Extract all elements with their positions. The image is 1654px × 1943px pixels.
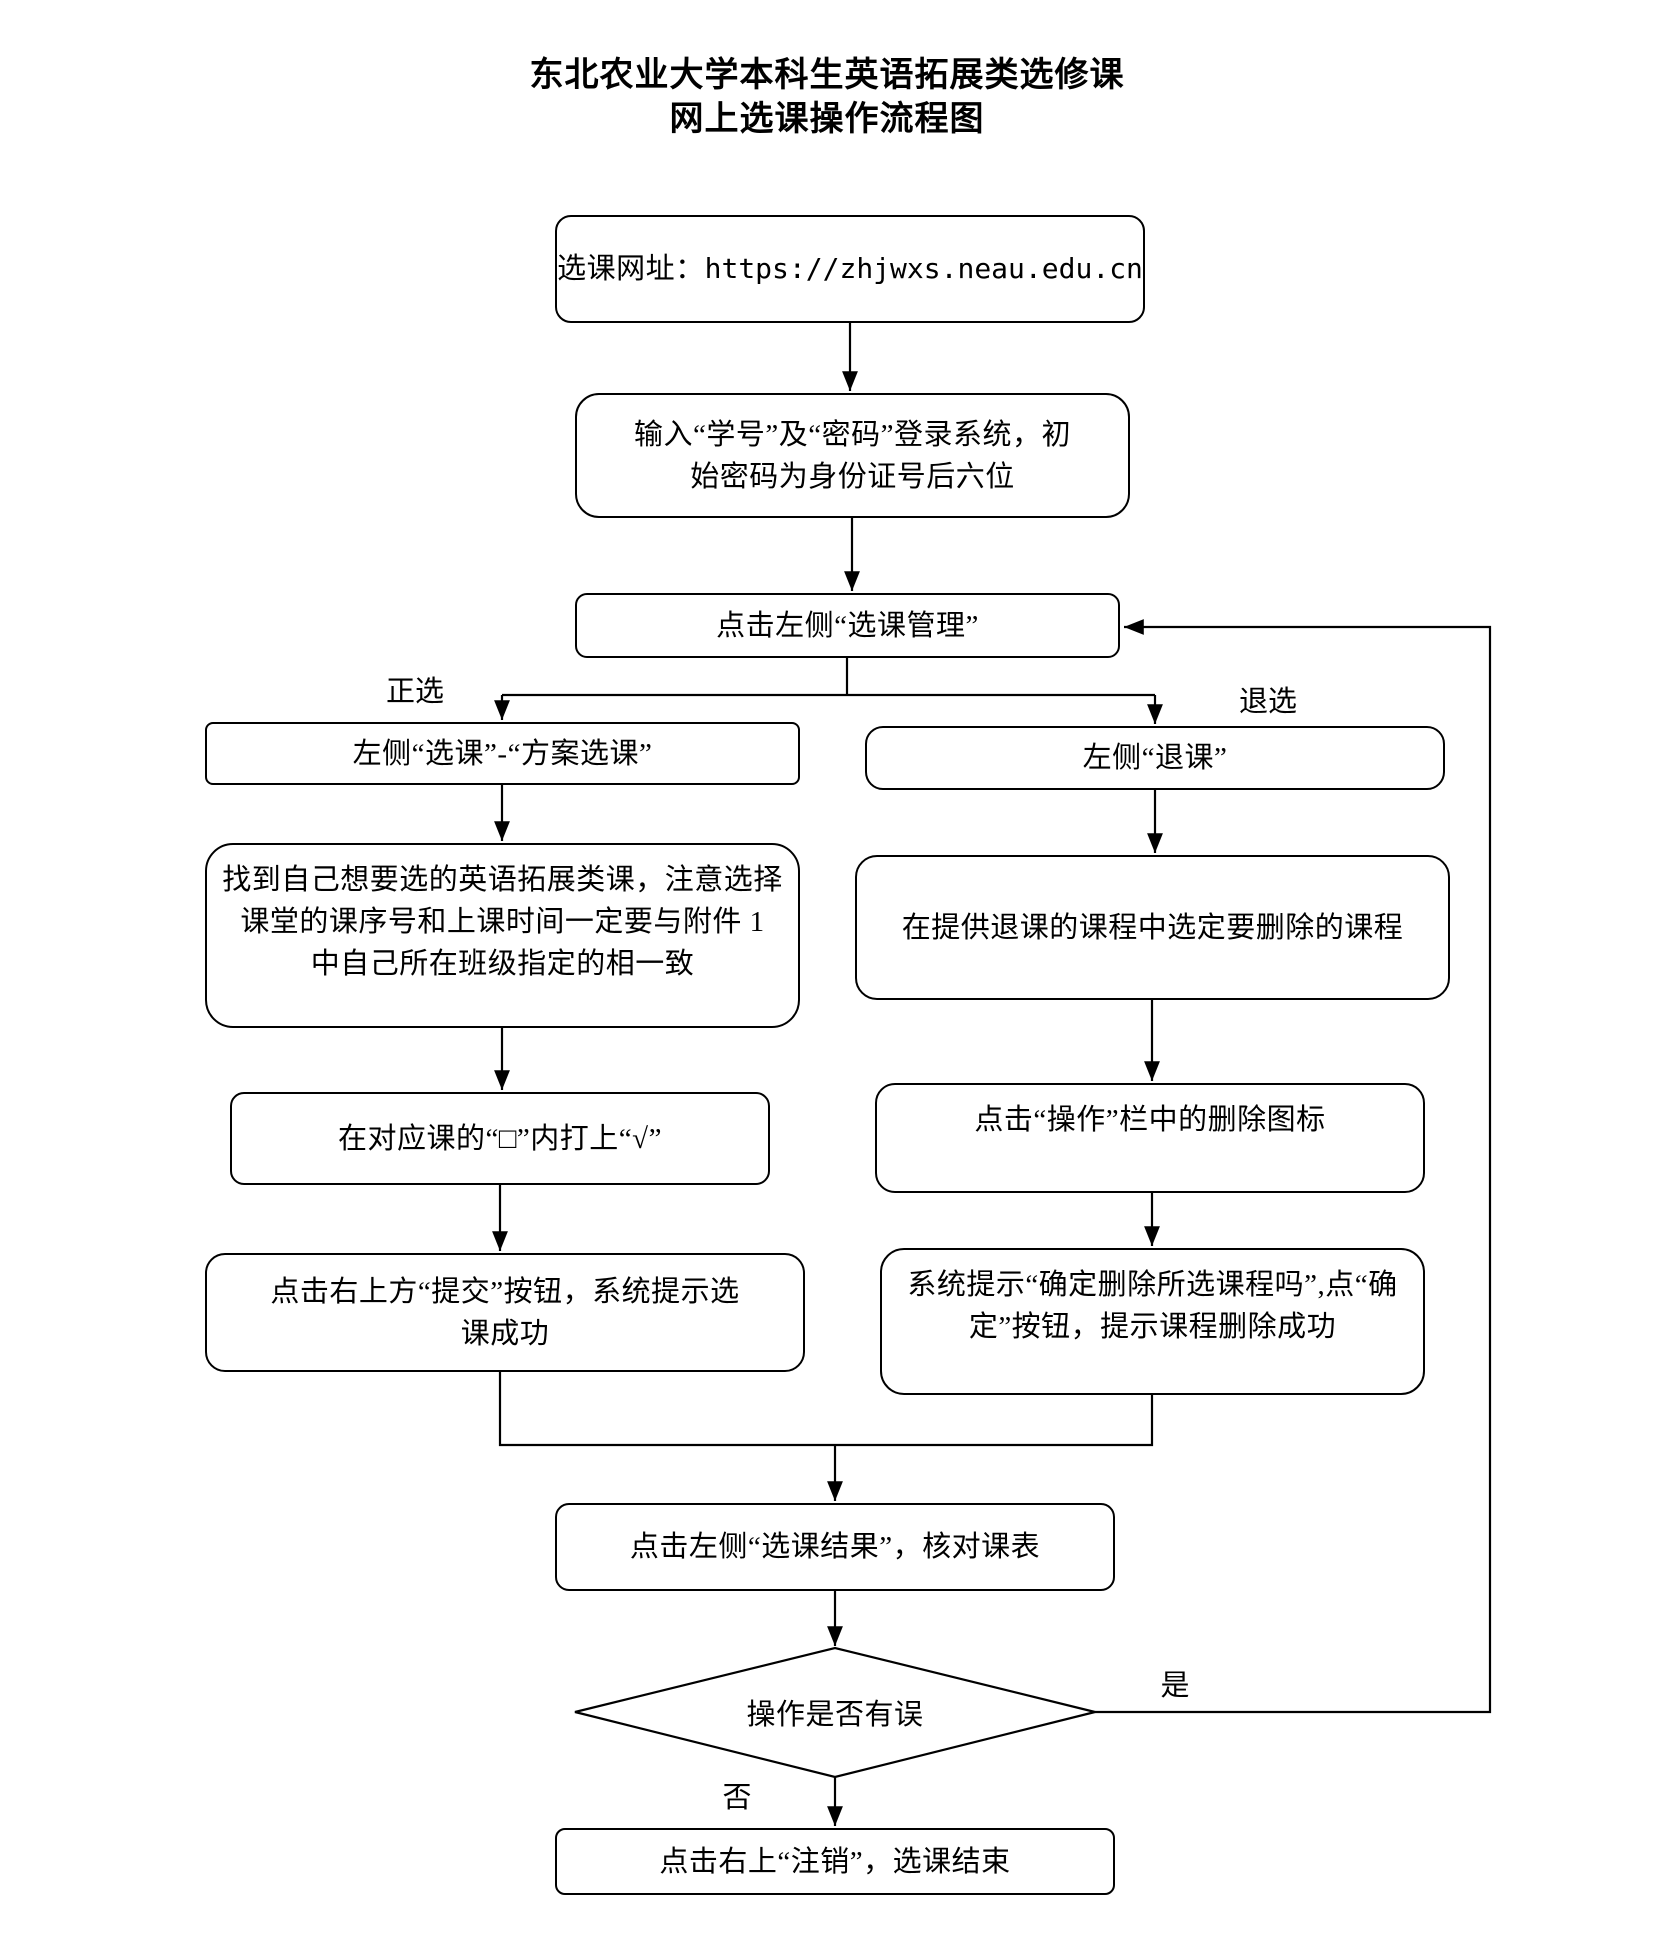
plan-select-box: 左侧“选课”-“方案选课” [205, 722, 800, 785]
page-title: 东北农业大学本科生英语拓展类选修课 网上选课操作流程图 [0, 54, 1654, 142]
page-title-line1: 东北农业大学本科生英语拓展类选修课 [529, 57, 1125, 94]
find-course-line3: 中自己所在班级指定的相一致 [310, 948, 695, 980]
decision-text: 操作是否有误 [746, 1699, 924, 1731]
line-merge-u [498, 1372, 1154, 1447]
course-manage-text: 点击左侧“选课管理” [716, 609, 979, 642]
logout-box: 点击右上“注销”，选课结束 [555, 1828, 1115, 1895]
submit-line2: 课成功 [460, 1317, 550, 1350]
plan-select-text: 左侧“选课”-“方案选课” [352, 737, 653, 770]
course-manage-box: 点击左侧“选课管理” [575, 593, 1120, 658]
find-course-box: 找到自己想要选的英语拓展类课，注意选择 课堂的课序号和上课时间一定要与附件 1 … [205, 843, 800, 1028]
line-yes-loop [1095, 619, 1492, 1714]
select-drop-course-text: 在提供退课的课程中选定要删除的课程 [901, 911, 1404, 944]
delete-icon-box: 点击“操作”栏中的删除图标 [875, 1083, 1425, 1193]
submit-box: 点击右上方“提交”按钮，系统提示选 课成功 [205, 1253, 805, 1372]
url-value: https://zhjwxs.neau.edu.cn [704, 252, 1143, 285]
url-prefix: 选课网址： [557, 253, 705, 285]
logout-text: 点击右上“注销”，选课结束 [659, 1845, 1011, 1878]
check-result-text: 点击左侧“选课结果”，核对课表 [629, 1531, 1041, 1563]
login-box: 输入“学号”及“密码”登录系统，初 始密码为身份证号后六位 [575, 393, 1130, 518]
label-yes: 是 [1160, 1670, 1190, 1702]
url-box: 选课网址：https://zhjwxs.neau.edu.cn [555, 215, 1145, 323]
confirm-delete-line2: 定”按钮，提示课程删除成功 [968, 1311, 1337, 1343]
label-drop-select: 退选 [1238, 686, 1297, 718]
tick-checkbox-text: 在对应课的“□”内打上“√” [338, 1122, 662, 1155]
login-line2: 始密码为身份证号后六位 [690, 460, 1015, 493]
drop-entry-box: 左侧“退课” [865, 726, 1445, 790]
login-line1: 输入“学号”及“密码”登录系统，初 [634, 418, 1071, 451]
drop-entry-text: 左侧“退课” [1082, 742, 1228, 774]
confirm-delete-line1: 系统提示“确定删除所选课程吗”,点“确 [907, 1269, 1398, 1301]
page-title-line2: 网上选课操作流程图 [669, 101, 985, 138]
check-result-box: 点击左侧“选课结果”，核对课表 [555, 1503, 1115, 1591]
confirm-delete-box: 系统提示“确定删除所选课程吗”,点“确 定”按钮，提示课程删除成功 [880, 1248, 1425, 1395]
select-drop-course-box: 在提供退课的课程中选定要删除的课程 [855, 855, 1450, 1000]
find-course-line1: 找到自己想要选的英语拓展类课，注意选择 [222, 864, 783, 896]
submit-line1: 点击右上方“提交”按钮，系统提示选 [270, 1275, 740, 1308]
label-no: 否 [722, 1782, 752, 1814]
find-course-line2: 课堂的课序号和上课时间一定要与附件 1 [240, 906, 765, 938]
tick-checkbox-box: 在对应课的“□”内打上“√” [230, 1092, 770, 1185]
delete-icon-text: 点击“操作”栏中的删除图标 [974, 1104, 1326, 1136]
label-forward-select: 正选 [385, 676, 444, 708]
